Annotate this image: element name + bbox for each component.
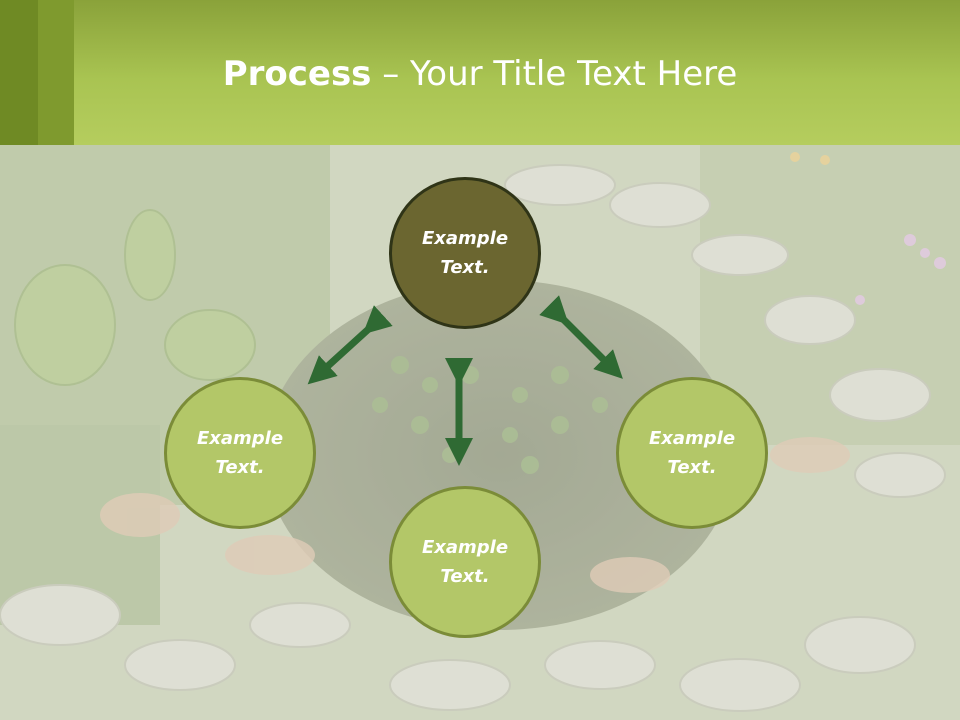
node-label: Example Text.	[421, 228, 509, 278]
title-bold-part: Process	[222, 54, 372, 94]
title-regular-part: – Your Title Text Here	[371, 54, 738, 94]
header-accent-stripe	[0, 0, 38, 145]
title-bar: Process – Your Title Text Here	[0, 0, 960, 145]
process-node-bottom[interactable]: Example Text.	[389, 486, 541, 638]
node-label: Example Text.	[648, 428, 736, 478]
process-node-right[interactable]: Example Text.	[616, 377, 768, 529]
process-node-left[interactable]: Example Text.	[164, 377, 316, 529]
process-node-top[interactable]: Example Text.	[389, 177, 541, 329]
slide-title[interactable]: Process – Your Title Text Here	[0, 52, 960, 96]
node-label: Example Text.	[196, 428, 284, 478]
node-label: Example Text.	[421, 537, 509, 587]
header-accent-stripe	[38, 0, 74, 145]
